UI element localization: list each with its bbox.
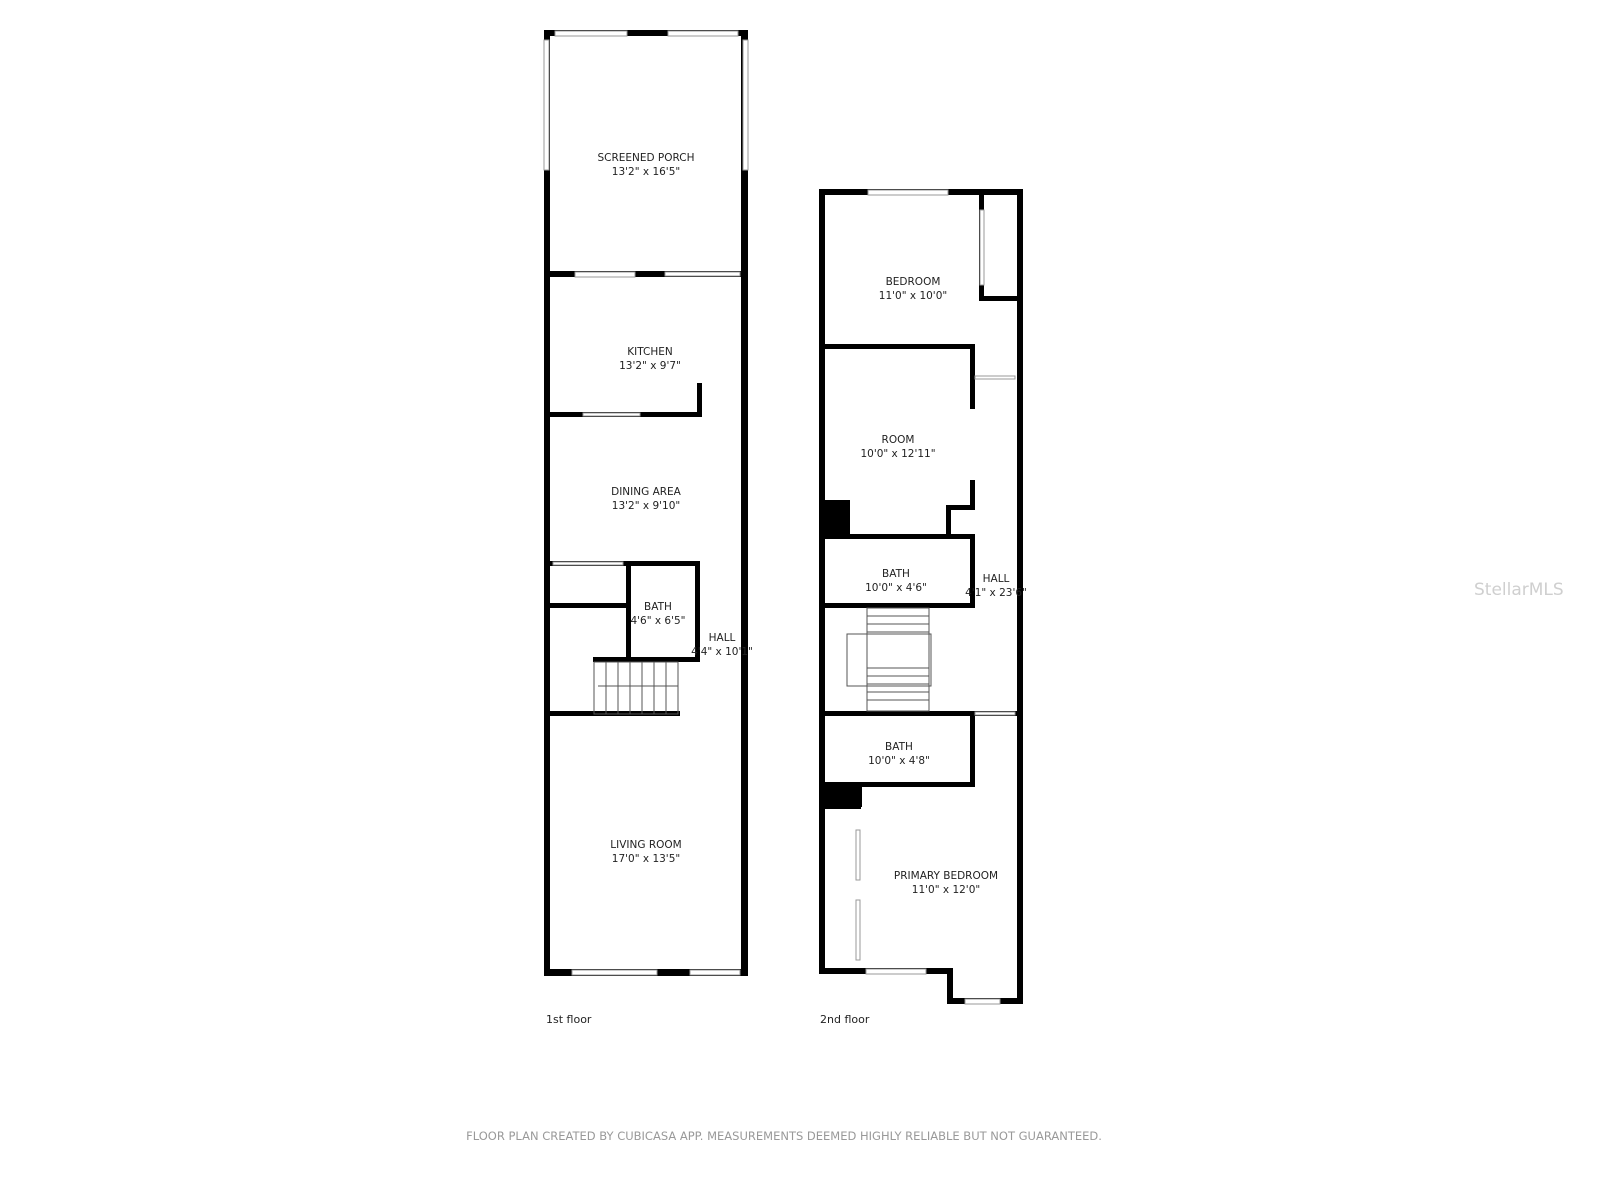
room-bedroom: BEDROOM 11'0" x 10'0"	[879, 276, 947, 302]
stairs-icon	[846, 607, 932, 712]
room-size: 13'2" x 9'10"	[612, 500, 680, 512]
room-size: 11'0" x 10'0"	[879, 290, 947, 302]
room-hall-upper: HALL 4'1" x 23'6"	[965, 573, 1027, 599]
room-screened-porch: SCREENED PORCH 13'2" x 16'5"	[597, 152, 694, 178]
stairs-icon	[593, 661, 679, 715]
room-name: HALL	[983, 573, 1010, 585]
room-size: 13'2" x 9'7"	[619, 360, 681, 372]
room-room: ROOM 10'0" x 12'11"	[860, 434, 935, 460]
footer-disclaimer: FLOOR PLAN CREATED BY CUBICASA APP. MEAS…	[466, 1129, 1102, 1143]
room-size: 4'1" x 23'6"	[965, 587, 1027, 599]
room-kitchen: KITCHEN 13'2" x 9'7"	[619, 346, 681, 372]
room-name: BATH	[882, 568, 910, 580]
room-size: 13'2" x 16'5"	[612, 166, 680, 178]
room-size: 4'6" x 6'5"	[630, 615, 685, 627]
room-name: KITCHEN	[627, 346, 673, 358]
watermark-logo: StellarMLS	[1474, 580, 1564, 600]
room-size: 10'0" x 4'6"	[865, 582, 927, 594]
room-size: 11'0" x 12'0"	[912, 884, 980, 896]
room-size: 17'0" x 13'5"	[612, 853, 680, 865]
second-floor-walls	[819, 189, 1023, 1005]
room-name: HALL	[709, 632, 736, 644]
room-dining-area: DINING AREA 13'2" x 9'10"	[611, 486, 682, 512]
room-name: BEDROOM	[886, 276, 941, 288]
room-name: BATH	[644, 601, 672, 613]
room-hall: HALL 4'4" x 10'1"	[691, 632, 753, 658]
room-name: DINING AREA	[611, 486, 682, 498]
room-size: 10'0" x 4'8"	[868, 755, 930, 767]
room-primary-bedroom: PRIMARY BEDROOM 11'0" x 12'0"	[894, 870, 998, 896]
room-size: 4'4" x 10'1"	[691, 646, 753, 658]
room-living-room: LIVING ROOM 17'0" x 13'5"	[610, 839, 681, 865]
floor-label-2nd: 2nd floor	[820, 1013, 870, 1026]
room-bath: BATH 4'6" x 6'5"	[630, 601, 685, 627]
room-name: ROOM	[882, 434, 915, 446]
room-name: LIVING ROOM	[610, 839, 681, 851]
room-name: BATH	[885, 741, 913, 753]
room-bath-lower: BATH 10'0" x 4'8"	[868, 741, 930, 767]
room-name: SCREENED PORCH	[597, 152, 694, 164]
first-floor-walls	[543, 30, 749, 976]
room-name: PRIMARY BEDROOM	[894, 870, 998, 882]
room-size: 10'0" x 12'11"	[860, 448, 935, 460]
floor-label-1st: 1st floor	[546, 1013, 592, 1026]
room-bath-upper: BATH 10'0" x 4'6"	[865, 568, 927, 594]
